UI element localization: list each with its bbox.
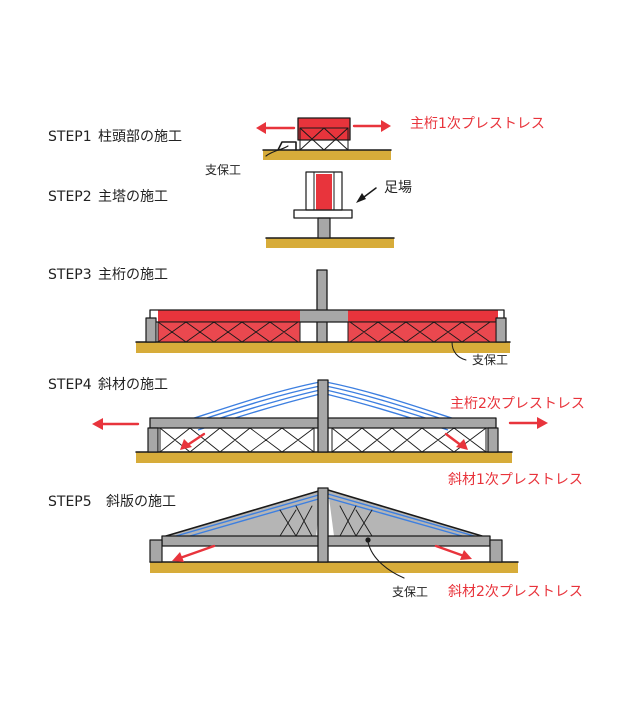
step2-deck-block — [293, 209, 353, 219]
step4-shoring — [159, 427, 487, 453]
step4-title: 斜材の施工 — [98, 377, 168, 393]
step1-ground — [263, 150, 391, 160]
step3-girder-left — [158, 310, 300, 322]
step4-group: STEP4 斜材の施工 — [48, 377, 585, 488]
step2-title: 主塔の施工 — [98, 189, 168, 205]
step3-pier-left — [146, 318, 156, 342]
step2-ground — [266, 238, 394, 248]
step5-shoring-label: 支保工 — [392, 585, 428, 599]
step1-shoring — [299, 127, 349, 151]
step5-title: 斜版の施工 — [106, 494, 176, 510]
step3-girder-right — [348, 310, 498, 322]
step5-group: STEP5 斜版の施工 支保工 斜材2 — [48, 487, 583, 600]
step3-label: STEP3 — [48, 267, 92, 283]
step3-shoring-label: 支保工 — [472, 353, 508, 367]
step1-label: STEP1 — [48, 129, 92, 145]
step4-tower — [318, 380, 328, 452]
step1-shoring-label: 支保工 — [205, 163, 241, 177]
step4-label: STEP4 — [48, 377, 92, 393]
step4-note-cable: 斜材1次プレストレス — [448, 472, 583, 488]
step2-group: STEP2 主塔の施工 足場 — [48, 171, 412, 248]
step2-tower — [316, 174, 332, 210]
step5-ground — [150, 562, 518, 573]
step3-tower — [317, 270, 327, 342]
step1-note: 主桁1次プレストレス — [410, 116, 545, 132]
step1-title: 柱頭部の施工 — [98, 129, 182, 145]
step5-note: 斜材2次プレストレス — [448, 584, 583, 600]
step5-tower — [318, 488, 328, 562]
step2-label: STEP2 — [48, 189, 92, 205]
step2-scaffold — [305, 171, 343, 211]
step5-stay-slab — [165, 489, 483, 537]
step3-group: STEP3 主桁の施工 支保工 — [48, 267, 511, 367]
step4-ground — [136, 452, 512, 463]
step1-pier-head — [298, 118, 350, 140]
step1-group: STEP1 柱頭部の施工 主桁1次プレストレス 支保工 — [48, 116, 545, 177]
step2-pier — [318, 218, 330, 238]
step3-shoring — [157, 321, 497, 343]
step2-scaffold-label: 足場 — [384, 180, 412, 196]
step3-pier-right — [496, 318, 506, 342]
step4-note-girder: 主桁2次プレストレス — [450, 396, 585, 412]
step3-ground — [136, 342, 510, 353]
step3-title: 主桁の施工 — [98, 267, 168, 283]
step5-label: STEP5 — [48, 494, 92, 510]
